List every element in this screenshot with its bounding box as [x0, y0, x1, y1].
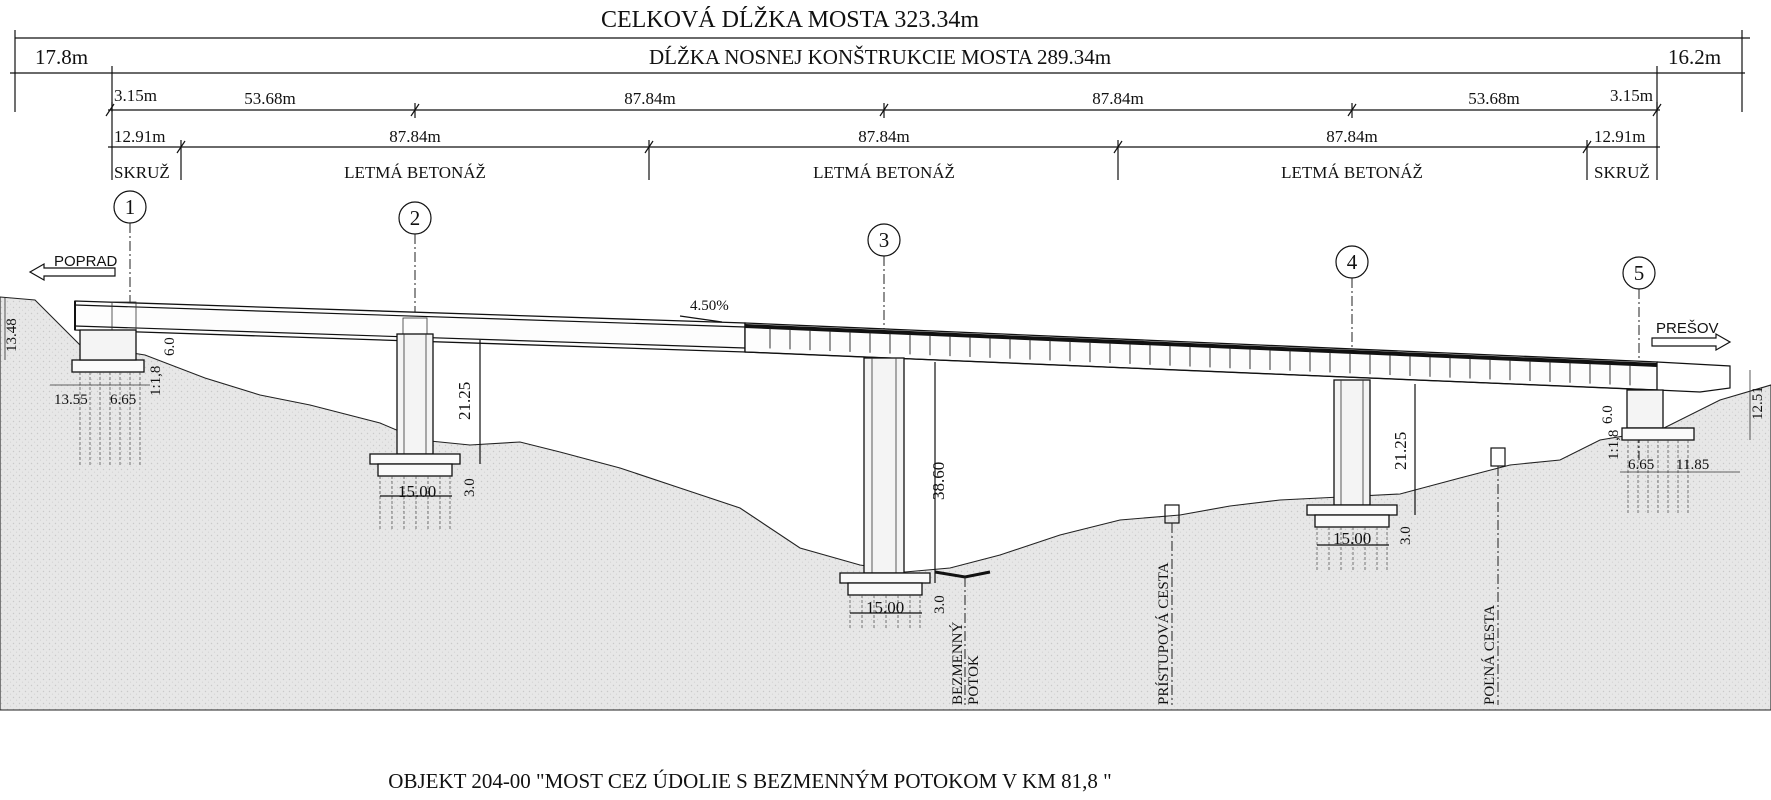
field-road-label: POĽNÁ CESTA — [1481, 605, 1498, 705]
approach-left-label: 17.8m — [35, 45, 88, 69]
segment-left-label: 12.91m — [114, 127, 165, 146]
abutment-5 — [1620, 370, 1751, 515]
p2-fnd-h-label: 3.0 — [462, 478, 478, 497]
segment-m1-label: 87.84m — [389, 127, 440, 146]
drawing-caption: OBJEKT 204-00 "MOST CEZ ÚDOLIE S BEZMENN… — [388, 769, 1111, 793]
field-road-marker — [1490, 447, 1506, 705]
method-m2-label: LETMÁ BETONÁŽ — [813, 163, 955, 182]
pier-3 — [839, 357, 936, 630]
a5-slope-label: 1:1,8 — [1606, 430, 1622, 460]
bridge-deck-right — [744, 322, 1731, 393]
stream-marker — [934, 570, 991, 705]
a1-depth-label: 6.0 — [162, 337, 178, 356]
terrain — [0, 296, 1771, 711]
p3-height-label: 38.60 — [929, 462, 948, 500]
p4-fnd-h-label: 3.0 — [1398, 526, 1414, 545]
pier-2 — [369, 333, 481, 530]
segment-right-label: 12.91m — [1594, 127, 1645, 146]
support-4-number: 4 — [1347, 250, 1358, 274]
span-2-label: 87.84m — [624, 89, 675, 108]
abutment-1 — [4, 297, 150, 465]
approach-right-label: 16.2m — [1668, 45, 1721, 69]
a5-height-label: 12.51 — [1750, 386, 1766, 420]
gradient-label: 4.50% — [690, 298, 729, 314]
a5-w2-label: 11.85 — [1676, 457, 1709, 473]
total-length-label: CELKOVÁ DĹŽKA MOSTA 323.34m — [601, 7, 979, 33]
method-left-label: SKRUŽ — [114, 163, 170, 182]
span-4-label: 53.68m — [1468, 89, 1519, 108]
segment-ticks — [176, 140, 1592, 180]
a5-w1-label: 6.65 — [1628, 457, 1654, 473]
p2-height-label: 21.25 — [455, 382, 474, 420]
segment-m3-label: 87.84m — [1326, 127, 1377, 146]
pier-4 — [1306, 379, 1416, 570]
p2-fnd-label: 15.00 — [398, 482, 436, 501]
a1-height-label: 13.48 — [4, 318, 20, 352]
span-ticks — [105, 102, 1662, 180]
method-right-label: SKRUŽ — [1594, 163, 1650, 182]
support-5-number: 5 — [1634, 261, 1645, 285]
p4-fnd-label: 15.00 — [1333, 529, 1371, 548]
direction-right-label: PREŠOV — [1656, 320, 1719, 337]
span-edge-left-label: 3.15m — [114, 86, 157, 105]
support-3-number: 3 — [879, 228, 890, 252]
method-m3-label: LETMÁ BETONÁŽ — [1281, 163, 1423, 182]
a5-depth-label: 6.0 — [1600, 405, 1616, 424]
direction-left-arrow-icon — [28, 262, 116, 282]
stream-label-line2: POTOK — [966, 655, 982, 705]
a1-slope-label: 1:1,8 — [148, 366, 164, 396]
access-road-label: PRÍSTUPOVÁ CESTA — [1155, 562, 1172, 705]
access-road-marker — [1164, 504, 1180, 705]
p3-fnd-label: 15.00 — [866, 598, 904, 617]
a1-w1-label: 13.55 — [54, 392, 88, 408]
segment-m2-label: 87.84m — [858, 127, 909, 146]
method-m1-label: LETMÁ BETONÁŽ — [344, 163, 486, 182]
direction-right-arrow-icon — [1651, 332, 1732, 352]
gradient-arrow-icon — [679, 315, 723, 323]
stream-label-line1: BEZMENNÝ — [949, 622, 966, 705]
structure-length-label: DĹŽKA NOSNEJ KONŠTRUKCIE MOSTA 289.34m — [649, 45, 1111, 69]
span-edge-right-label: 3.15m — [1610, 86, 1653, 105]
a1-w2-label: 6.65 — [110, 392, 136, 408]
span-1-label: 53.68m — [244, 89, 295, 108]
support-1-number: 1 — [125, 195, 136, 219]
span-3-label: 87.84m — [1092, 89, 1143, 108]
direction-left-label: POPRAD — [54, 253, 118, 270]
p4-height-label: 21.25 — [1391, 432, 1410, 470]
p3-fnd-h-label: 3.0 — [932, 595, 948, 614]
support-2-number: 2 — [410, 206, 421, 230]
